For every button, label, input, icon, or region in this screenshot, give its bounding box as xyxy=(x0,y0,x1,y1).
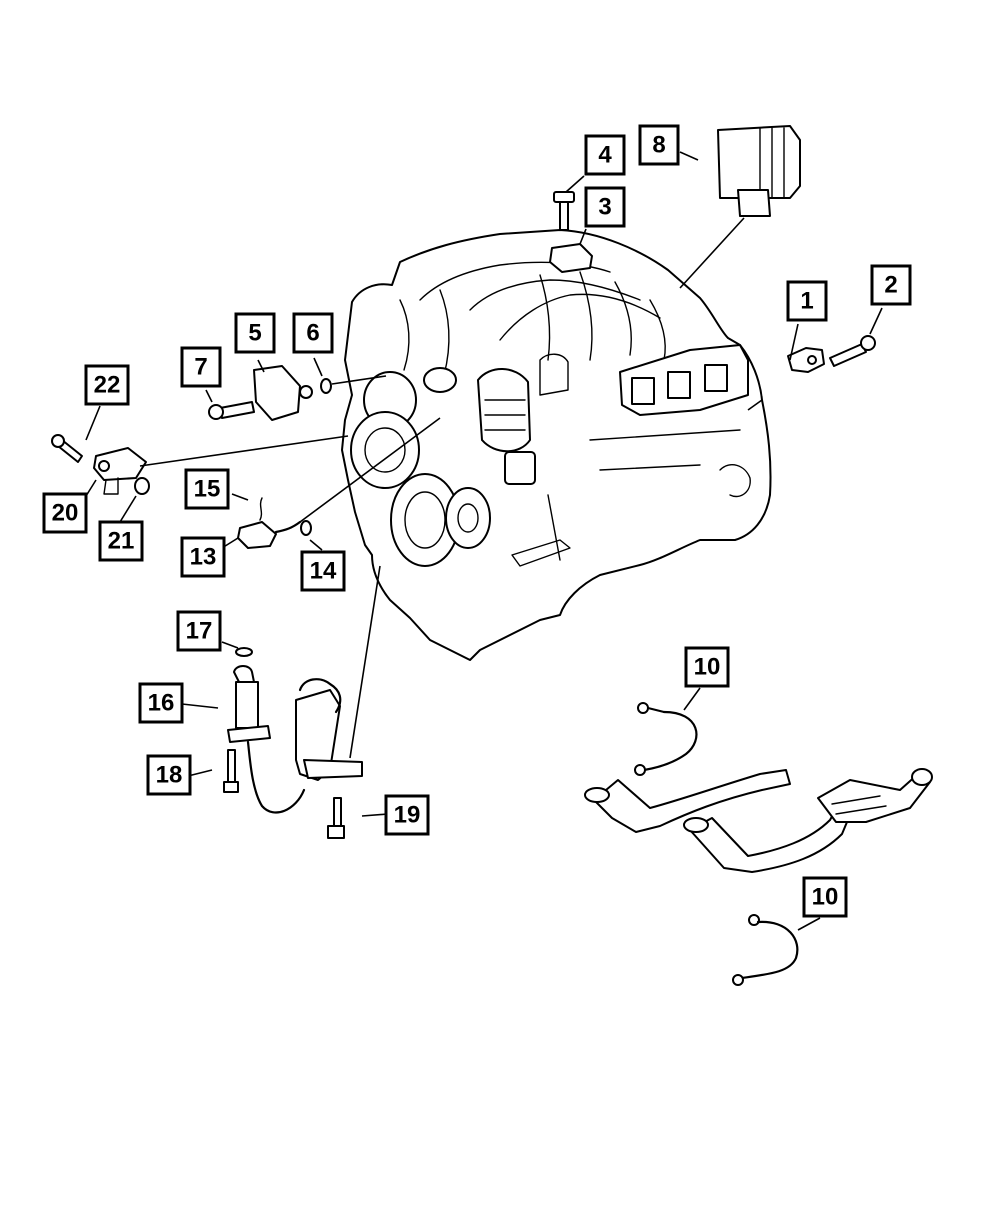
callout-1: 1 xyxy=(786,280,828,322)
callout-19-label: 19 xyxy=(394,802,421,829)
callout-17: 17 xyxy=(176,610,222,652)
callout-1-label: 1 xyxy=(800,288,813,315)
callout-3-label: 3 xyxy=(598,194,611,221)
callout-13-label: 13 xyxy=(190,544,217,571)
callout-5: 5 xyxy=(234,312,276,354)
callout-18-label: 18 xyxy=(156,762,183,789)
callout-2-label: 2 xyxy=(884,272,897,299)
callout-19: 19 xyxy=(384,794,430,836)
cam-sensor-bolt xyxy=(208,401,255,420)
bolt-18 xyxy=(223,749,239,793)
crankshaft-position-sensor xyxy=(787,347,825,373)
callout-18: 18 xyxy=(146,754,192,796)
callout-10-lower: 10 xyxy=(802,876,848,918)
sensor-20 xyxy=(93,447,147,495)
callout-20: 20 xyxy=(42,492,88,534)
callout-5-label: 5 xyxy=(248,320,261,347)
callout-16: 16 xyxy=(138,682,184,724)
callout-8-label: 8 xyxy=(652,132,665,159)
callout-10-upper: 10 xyxy=(684,646,730,688)
callout-7-label: 7 xyxy=(194,354,207,381)
exhaust-system xyxy=(584,768,933,873)
oil-sensor-16 xyxy=(227,665,363,814)
callout-16-label: 16 xyxy=(148,690,175,717)
sensor-bolt-22 xyxy=(51,434,83,463)
callout-22: 22 xyxy=(84,364,130,406)
camshaft-position-sensor xyxy=(253,365,313,421)
callout-6-label: 6 xyxy=(306,320,319,347)
oxygen-sensor-upper xyxy=(634,702,698,776)
callout-6: 6 xyxy=(292,312,334,354)
o-ring-6 xyxy=(320,378,332,394)
callout-20-label: 20 xyxy=(52,500,79,527)
callout-14-label: 14 xyxy=(310,558,337,585)
callout-8: 8 xyxy=(638,124,680,166)
callout-22-label: 22 xyxy=(94,372,121,399)
leader-lines xyxy=(85,151,883,931)
callout-3: 3 xyxy=(584,186,626,228)
mass-airflow-sensor xyxy=(717,125,801,217)
callout-14: 14 xyxy=(300,550,346,592)
callout-10-lower-label: 10 xyxy=(812,884,839,911)
callout-10-upper-label: 10 xyxy=(694,654,721,681)
callout-7: 7 xyxy=(180,346,222,388)
callout-4: 4 xyxy=(584,134,626,176)
o-ring-21 xyxy=(134,477,150,495)
washer-17 xyxy=(235,647,253,657)
oxygen-sensor-lower xyxy=(732,914,799,986)
sensor-bolt xyxy=(829,335,876,367)
engine-assembly xyxy=(341,229,772,661)
callout-17-label: 17 xyxy=(186,618,213,645)
callout-21-label: 21 xyxy=(108,528,135,555)
map-sensor-bolt xyxy=(553,191,575,231)
o-ring-14 xyxy=(300,520,312,536)
callout-2: 2 xyxy=(870,264,912,306)
bolt-19 xyxy=(327,797,345,839)
callout-21: 21 xyxy=(98,520,144,562)
callout-15: 15 xyxy=(184,468,230,510)
clip-15 xyxy=(259,497,263,521)
knock-sensor-13 xyxy=(237,520,302,549)
callout-4-label: 4 xyxy=(598,142,612,169)
callout-15-label: 15 xyxy=(194,476,221,503)
callout-13: 13 xyxy=(180,536,226,578)
